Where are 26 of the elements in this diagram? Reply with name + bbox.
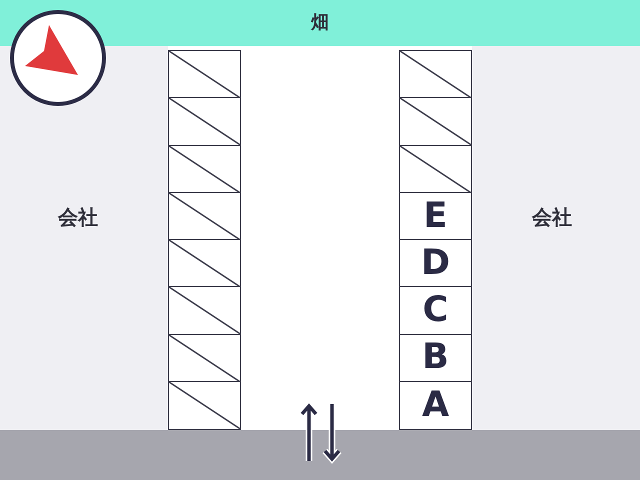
blocked-parking-space [168,50,241,99]
parking-space [399,380,472,430]
space-letter: B [422,340,449,376]
field-band [0,0,640,46]
road [0,430,640,480]
space-letter: A [422,388,450,423]
blocked-parking-space [168,192,241,240]
blocked-parking-space [168,286,241,335]
blocked-parking-space [168,97,241,146]
blocked-parking-space [168,334,241,382]
blocked-parking-space [168,380,241,430]
parking-space [399,286,472,335]
space-letter: C [422,293,448,328]
blocked-parking-space [399,97,472,146]
blocked-parking-space [399,144,472,194]
space-letter: D [420,246,450,281]
blocked-parking-space [399,50,472,99]
space-letter: E [424,198,448,234]
parking-space [399,192,472,240]
field-label: 畑 [311,13,329,33]
parking-space [399,239,472,288]
parking-space [399,334,472,382]
blocked-parking-space [168,144,241,194]
building-label: 会社 [58,206,98,228]
building-label: 会社 [532,206,572,228]
blocked-parking-space [168,239,241,288]
